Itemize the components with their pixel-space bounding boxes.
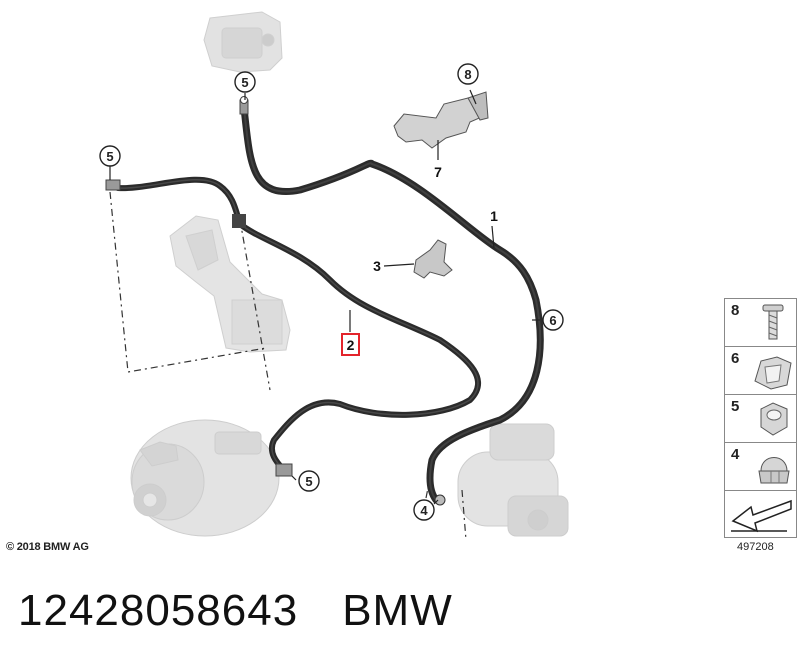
bracket-3 bbox=[413, 239, 453, 279]
cap-nut-icon bbox=[758, 457, 790, 484]
legend-number: 6 bbox=[731, 350, 740, 367]
screw-icon bbox=[762, 304, 784, 340]
hex-nut-icon bbox=[760, 402, 788, 436]
fastener-legend: 8 6 5 4 bbox=[724, 298, 797, 538]
legend-item-6: 6 bbox=[724, 346, 797, 394]
cable-2 bbox=[105, 176, 481, 477]
callout-1-label: 1 bbox=[490, 208, 498, 224]
legend-item-8: 8 bbox=[724, 298, 797, 346]
callout-5-bottom: 5 bbox=[298, 470, 320, 492]
starter-terminal bbox=[434, 494, 446, 506]
callout-4-label: 4 bbox=[420, 503, 428, 518]
callout-3-label: 3 bbox=[373, 258, 381, 274]
callout-2-highlighted: 2 bbox=[341, 333, 360, 356]
legend-item-arrow bbox=[724, 490, 797, 538]
legend-number: 5 bbox=[731, 398, 740, 415]
diagram-code: 497208 bbox=[737, 541, 774, 553]
alternator-ghost bbox=[130, 419, 280, 537]
callout-4: 4 bbox=[413, 499, 435, 521]
dashed-leaders bbox=[109, 191, 467, 541]
callout-2-label: 2 bbox=[347, 337, 355, 353]
callout-5-bottom-label: 5 bbox=[305, 474, 312, 489]
leader-8 bbox=[469, 89, 477, 105]
clip-icon bbox=[754, 356, 792, 390]
callout-5-top-label: 5 bbox=[241, 75, 248, 90]
legend-number: 4 bbox=[731, 446, 740, 463]
callout-8-label: 8 bbox=[464, 67, 471, 82]
callout-leaders bbox=[109, 93, 540, 505]
part-number: 12428058643 bbox=[18, 586, 299, 635]
callout-6-label: 6 bbox=[549, 313, 556, 328]
footer: 12428058643 BMW bbox=[18, 586, 453, 636]
legend-item-4: 4 bbox=[724, 442, 797, 490]
arrow-icon bbox=[731, 499, 792, 533]
callout-5-left-label: 5 bbox=[106, 149, 113, 164]
leader-3 bbox=[383, 263, 415, 267]
brand-name: BMW bbox=[342, 586, 453, 635]
battery-tray-ghost bbox=[169, 215, 291, 353]
fuse-box-ghost bbox=[203, 11, 283, 73]
starter-motor-ghost bbox=[457, 423, 569, 537]
legend-number: 8 bbox=[731, 302, 740, 319]
callout-7-label: 7 bbox=[434, 164, 442, 180]
callout-8: 8 bbox=[457, 63, 479, 85]
copyright-text: © 2018 BMW AG bbox=[6, 541, 89, 553]
callout-5-top: 5 bbox=[234, 71, 256, 93]
holder-bracket-7 bbox=[393, 91, 489, 149]
callout-5-left: 5 bbox=[99, 145, 121, 167]
legend-item-5: 5 bbox=[724, 394, 797, 442]
callout-6: 6 bbox=[542, 309, 564, 331]
cable-1 bbox=[239, 96, 544, 504]
